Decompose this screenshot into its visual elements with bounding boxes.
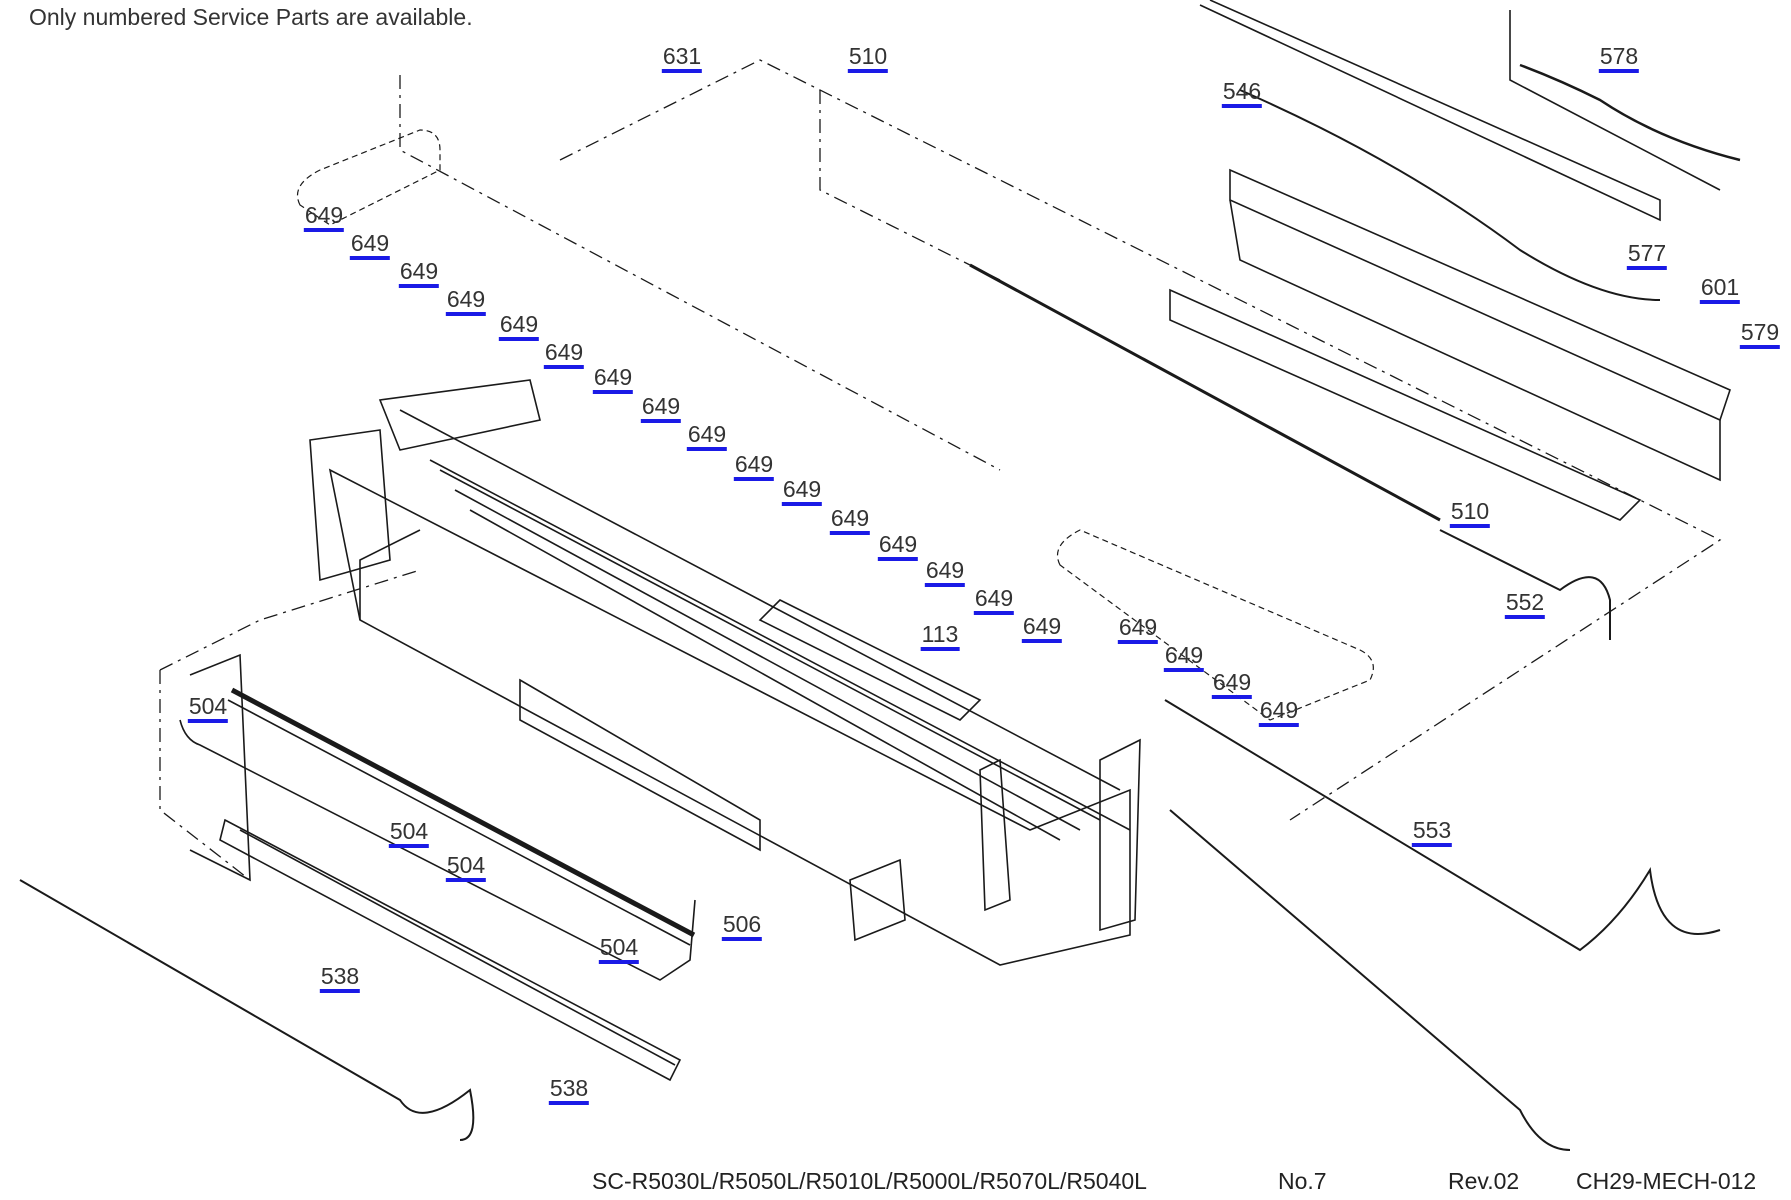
cable-left bbox=[19, 879, 475, 1141]
callout-649[interactable]: 649 bbox=[686, 423, 728, 451]
callout-649[interactable]: 649 bbox=[592, 366, 634, 394]
callout-649[interactable]: 649 bbox=[877, 533, 919, 561]
callout-649[interactable]: 649 bbox=[1258, 699, 1300, 727]
callout-649[interactable]: 649 bbox=[543, 341, 585, 369]
main-chassis-frame bbox=[309, 379, 1141, 966]
cable-553 bbox=[1164, 699, 1721, 952]
model-numbers: SC-R5030L/R5050L/R5010L/R5000L/R5070L/R5… bbox=[592, 1168, 1147, 1194]
module-649-outlines bbox=[296, 129, 1374, 721]
callout-649[interactable]: 649 bbox=[924, 559, 966, 587]
callout-579[interactable]: 579 bbox=[1739, 321, 1781, 349]
page-footer: SC-R5030L/R5050L/R5010L/R5000L/R5070L/R5… bbox=[0, 1168, 1791, 1198]
callout-113[interactable]: 113 bbox=[920, 623, 960, 651]
callout-649[interactable]: 649 bbox=[498, 313, 540, 341]
callout-577[interactable]: 577 bbox=[1626, 242, 1668, 270]
callout-649[interactable]: 649 bbox=[398, 260, 440, 288]
callout-504-d[interactable]: 504 bbox=[598, 936, 640, 964]
callout-649[interactable]: 649 bbox=[1163, 644, 1205, 672]
upper-right-assembly bbox=[1169, 0, 1741, 521]
callout-649[interactable]: 649 bbox=[445, 288, 487, 316]
document-code: CH29-MECH-012 bbox=[1576, 1168, 1757, 1194]
page-number: No.7 bbox=[1278, 1168, 1327, 1194]
callout-601[interactable]: 601 bbox=[1699, 276, 1741, 304]
callout-552[interactable]: 552 bbox=[1504, 591, 1546, 619]
callout-578[interactable]: 578 bbox=[1598, 45, 1640, 73]
callout-510-top[interactable]: 510 bbox=[847, 45, 889, 73]
callout-649[interactable]: 649 bbox=[1021, 615, 1063, 643]
callout-538-a[interactable]: 538 bbox=[319, 965, 361, 993]
callout-649[interactable]: 649 bbox=[349, 232, 391, 260]
callout-506[interactable]: 506 bbox=[721, 913, 763, 941]
callout-649[interactable]: 649 bbox=[973, 587, 1015, 615]
service-parts-notice: Only numbered Service Parts are availabl… bbox=[29, 4, 473, 30]
callout-649[interactable]: 649 bbox=[829, 507, 871, 535]
callout-649[interactable]: 649 bbox=[781, 478, 823, 506]
revision: Rev.02 bbox=[1448, 1168, 1520, 1194]
callout-631[interactable]: 631 bbox=[661, 45, 703, 73]
cable-552 bbox=[1439, 529, 1611, 640]
callout-649[interactable]: 649 bbox=[1117, 616, 1159, 644]
callout-546[interactable]: 546 bbox=[1221, 80, 1263, 108]
callout-504-c[interactable]: 504 bbox=[445, 854, 487, 882]
cable-lower bbox=[1169, 809, 1571, 1151]
callout-649[interactable]: 649 bbox=[303, 204, 345, 232]
callout-504-a[interactable]: 504 bbox=[187, 695, 229, 723]
callout-538-b[interactable]: 538 bbox=[548, 1077, 590, 1105]
guide-rail-assembly bbox=[179, 653, 696, 1082]
callout-553[interactable]: 553 bbox=[1411, 819, 1453, 847]
callout-649[interactable]: 649 bbox=[733, 453, 775, 481]
roller-shaft bbox=[969, 263, 1441, 522]
callout-504-b[interactable]: 504 bbox=[388, 820, 430, 848]
callout-649[interactable]: 649 bbox=[640, 395, 682, 423]
callout-510-right[interactable]: 510 bbox=[1449, 500, 1491, 528]
callout-649[interactable]: 649 bbox=[1211, 671, 1253, 699]
